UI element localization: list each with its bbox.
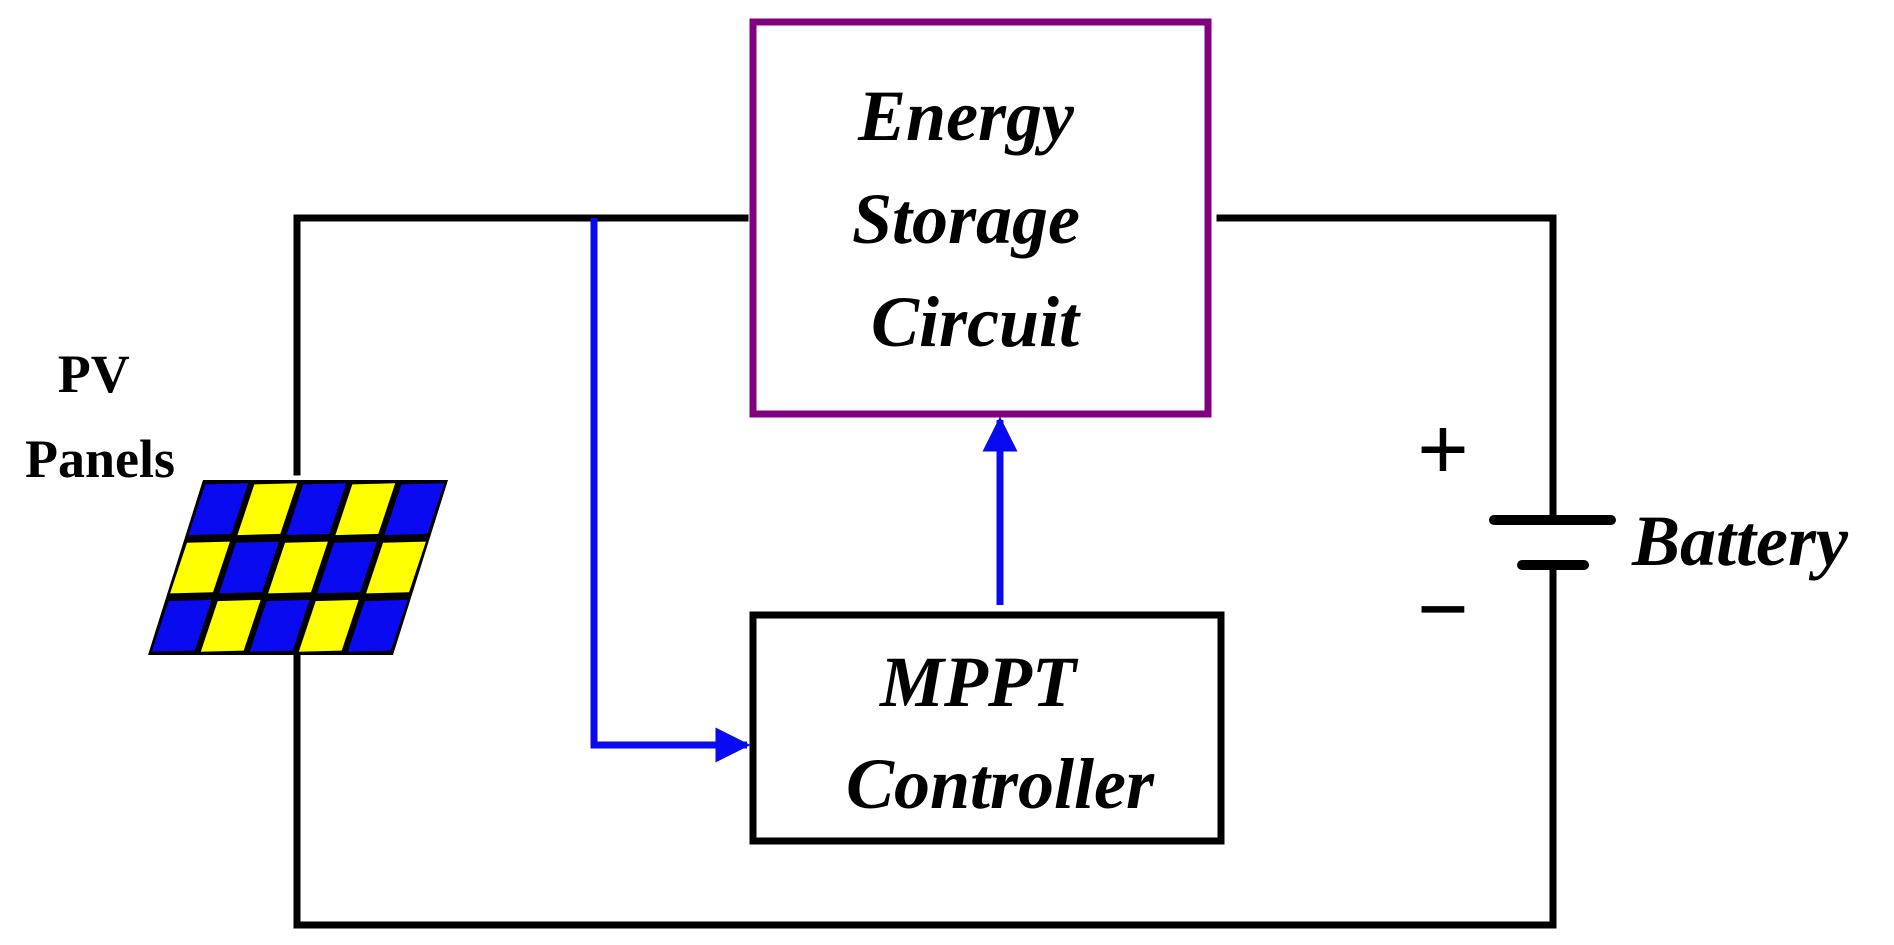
wire-pv-to-storage bbox=[293, 214, 749, 476]
pv-cell bbox=[268, 541, 328, 594]
mppt-label-line-2: Controller bbox=[846, 744, 1155, 824]
pv-cell bbox=[219, 541, 279, 594]
battery-minus-sign: − bbox=[1417, 558, 1469, 660]
pv-cell bbox=[151, 599, 212, 652]
pv-panel-icon bbox=[148, 480, 448, 655]
pv-cell bbox=[335, 483, 396, 536]
pv-cell bbox=[384, 483, 445, 536]
battery-label: Battery bbox=[1631, 501, 1849, 581]
pv-label-line-1: PV bbox=[58, 344, 130, 404]
energy-storage-label-line-3: Circuit bbox=[871, 282, 1081, 362]
pv-cell bbox=[237, 483, 298, 536]
pv-cell bbox=[200, 599, 261, 652]
pv-cell bbox=[188, 483, 249, 536]
battery-plus-sign: + bbox=[1417, 398, 1469, 500]
energy-storage-box bbox=[749, 18, 1212, 418]
mppt-controller-label: MPPT Controller bbox=[846, 642, 1155, 824]
mppt-label-line-1: MPPT bbox=[879, 642, 1079, 722]
energy-storage-label-line-1: Energy bbox=[857, 76, 1075, 156]
energy-storage-label-line-2: Storage bbox=[852, 179, 1080, 259]
pv-cell bbox=[170, 541, 230, 594]
signal-paths bbox=[590, 218, 1018, 763]
pv-label-line-2: Panels bbox=[25, 429, 175, 489]
energy-storage-label: Energy Storage Circuit bbox=[852, 76, 1098, 362]
pv-cell bbox=[347, 599, 408, 652]
pv-cell bbox=[366, 541, 426, 594]
pv-cell bbox=[317, 541, 377, 594]
pv-cell bbox=[286, 483, 347, 536]
battery-symbol bbox=[1489, 515, 1616, 570]
pv-panels-label: PV Panels bbox=[25, 344, 175, 489]
wire-battery-to-pv bbox=[293, 561, 1557, 929]
mppt-controller-box bbox=[749, 611, 1225, 845]
pv-cell bbox=[298, 599, 359, 652]
pv-cell bbox=[249, 599, 310, 652]
wire-storage-to-battery bbox=[1216, 214, 1557, 524]
signal-arrow-sense-to-mppt bbox=[590, 218, 751, 763]
